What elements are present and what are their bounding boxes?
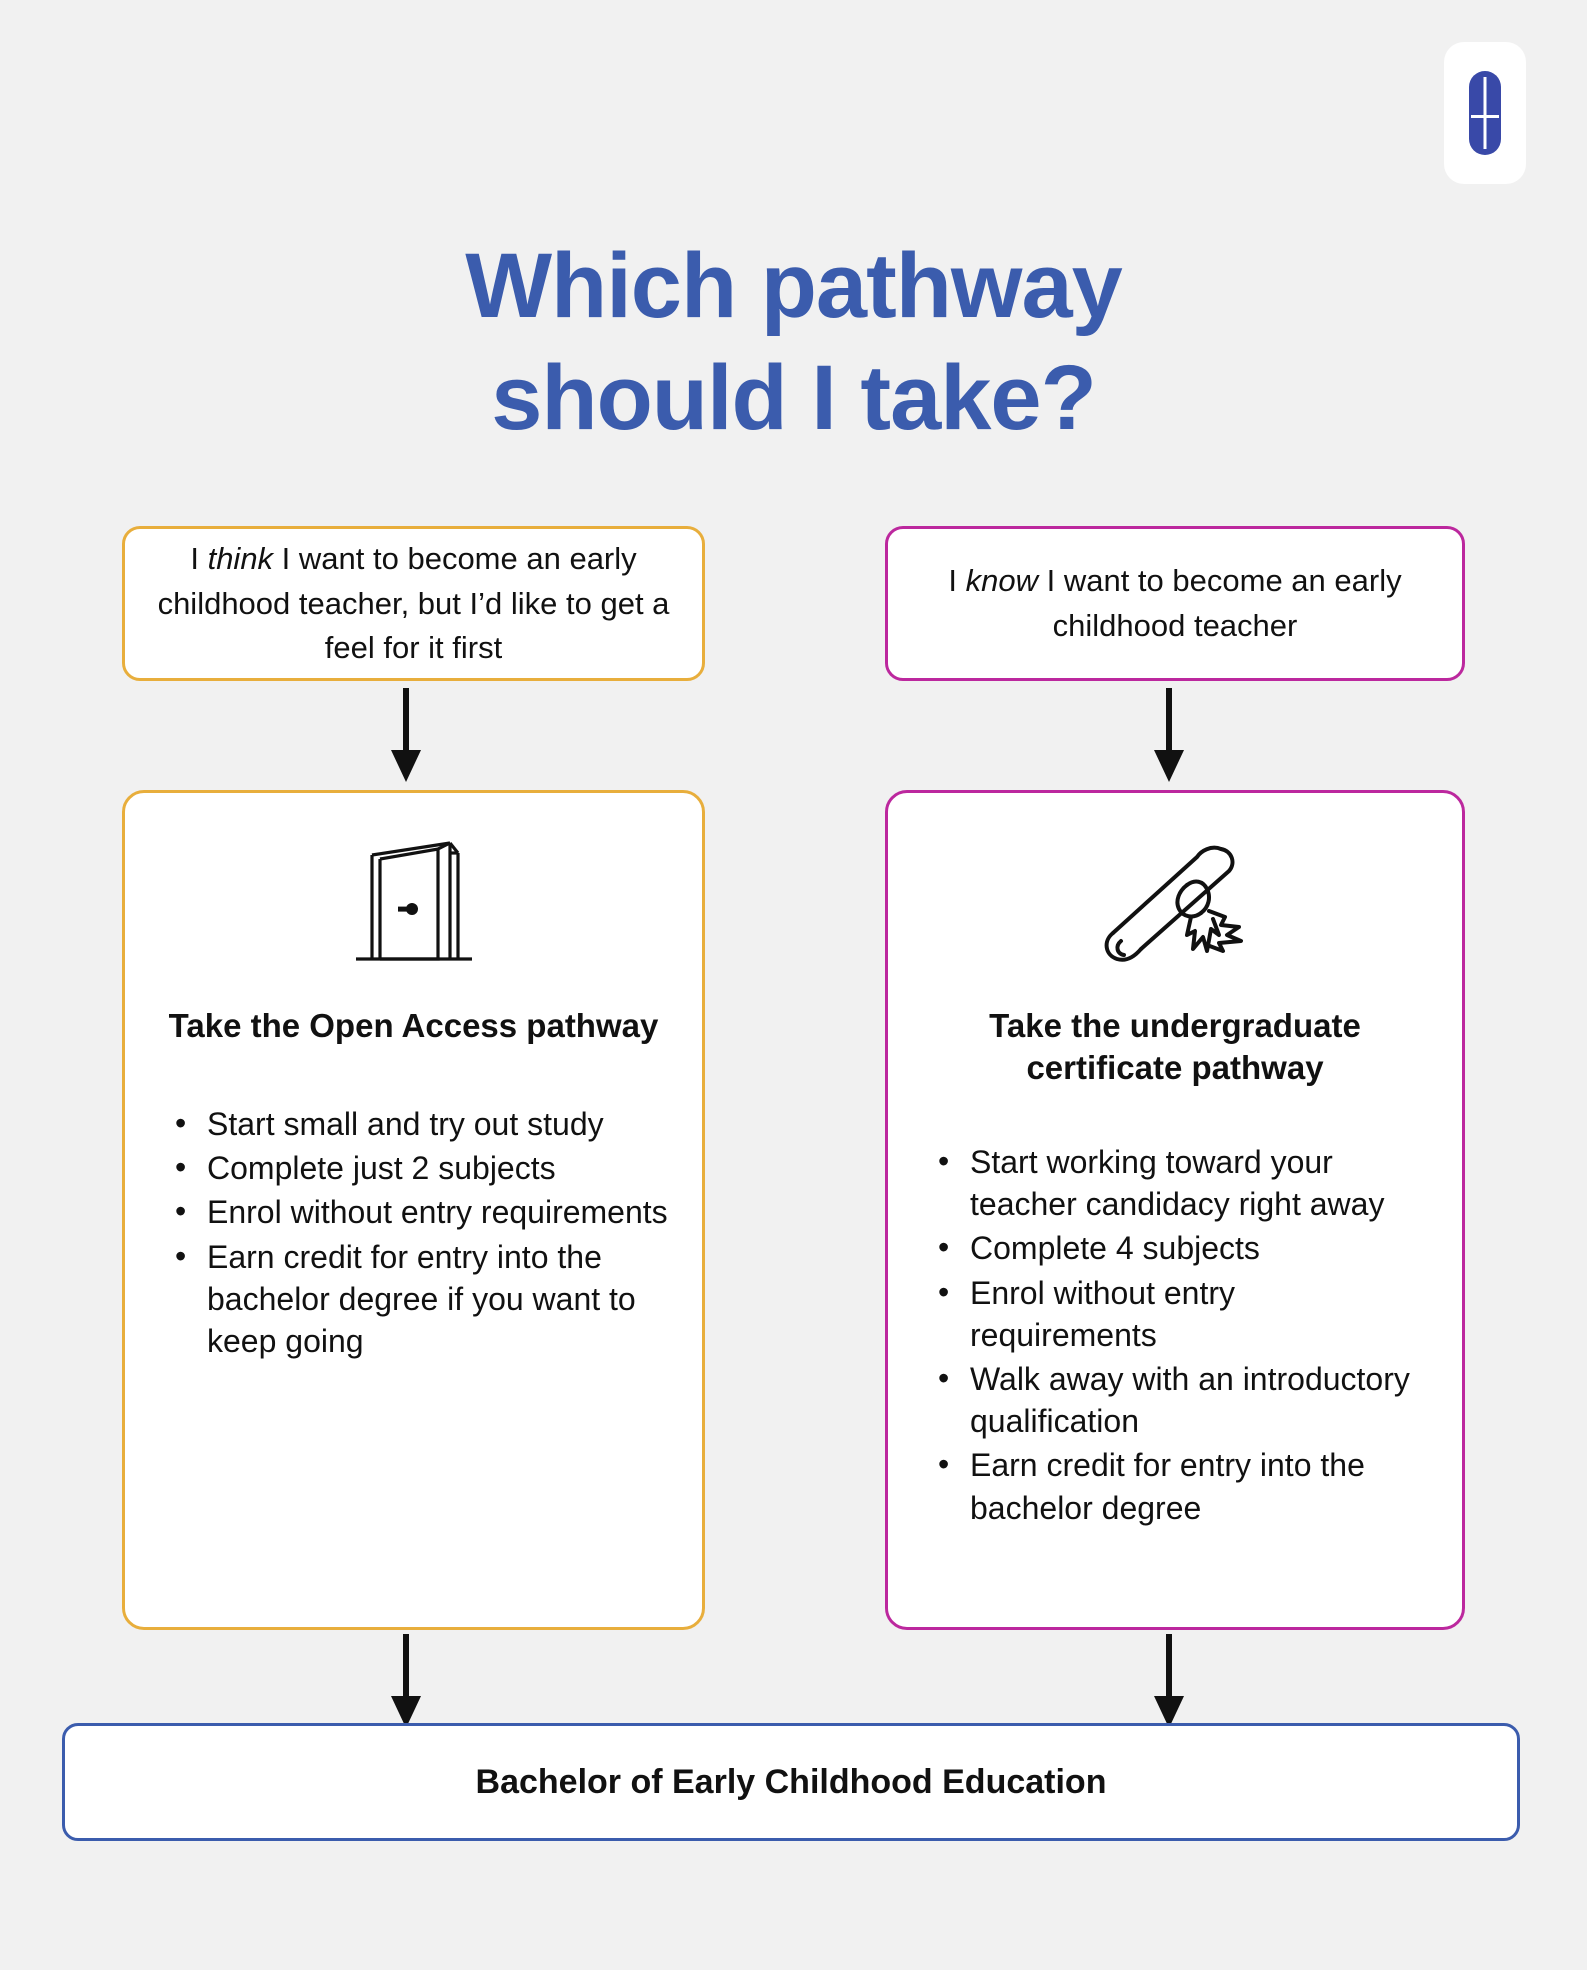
page-title-line-1: Which pathway (465, 234, 1123, 337)
diploma-scroll-icon (888, 793, 1462, 983)
arrow-down-right-upper (1152, 688, 1186, 784)
prompt-text-think: I think I want to become an early childh… (151, 537, 676, 669)
prompt-emphasis: know (965, 563, 1038, 599)
list-item: Start small and try out study (175, 1102, 668, 1145)
prompt-prefix: I (948, 563, 966, 599)
brand-logo-badge (1444, 42, 1526, 184)
list-item: Complete 4 subjects (938, 1226, 1428, 1269)
card-bullet-list-open-access: Start small and try out study Complete j… (125, 1102, 702, 1363)
capsule-cross-logo-icon (1463, 67, 1507, 159)
arrow-down-right-lower (1152, 1634, 1186, 1730)
arrow-down-left-lower (389, 1634, 423, 1730)
list-item: Start working toward your teacher candid… (938, 1140, 1428, 1225)
card-bullet-list-undergraduate-certificate: Start working toward your teacher candid… (888, 1140, 1462, 1529)
card-heading-open-access: Take the Open Access pathway (168, 1007, 659, 1044)
prompt-box-know: I know I want to become an early childho… (885, 526, 1465, 681)
page-title-line-2: should I take? (491, 346, 1097, 449)
prompt-suffix: I want to become an early childhood teac… (1038, 563, 1402, 643)
prompt-suffix: I want to become an early childhood teac… (157, 541, 670, 665)
arrow-down-left-upper (389, 688, 423, 784)
list-item: Walk away with an introductory qualifica… (938, 1357, 1428, 1442)
outcome-bar-bachelor-degree: Bachelor of Early Childhood Education (62, 1723, 1520, 1841)
pathway-card-undergraduate-certificate: Take the undergraduate certificate pathw… (885, 790, 1465, 1630)
prompt-box-think: I think I want to become an early childh… (122, 526, 705, 681)
list-item: Earn credit for entry into the bachelor … (938, 1443, 1428, 1528)
prompt-prefix: I (190, 541, 208, 577)
outcome-label: Bachelor of Early Childhood Education (475, 1762, 1107, 1801)
list-item: Enrol without entry requirements (175, 1190, 668, 1233)
list-item: Earn credit for entry into the bachelor … (175, 1235, 668, 1363)
pathway-card-open-access: Take the Open Access pathway Start small… (122, 790, 705, 1630)
list-item: Complete just 2 subjects (175, 1146, 668, 1189)
list-item: Enrol without entry requirements (938, 1271, 1428, 1356)
prompt-text-know: I know I want to become an early childho… (914, 559, 1436, 647)
open-door-icon (125, 793, 702, 983)
card-heading-undergraduate-certificate: Take the undergraduate certificate pathw… (989, 1007, 1361, 1086)
prompt-emphasis: think (207, 541, 274, 577)
page-title: Which pathway should I take? (0, 230, 1587, 454)
